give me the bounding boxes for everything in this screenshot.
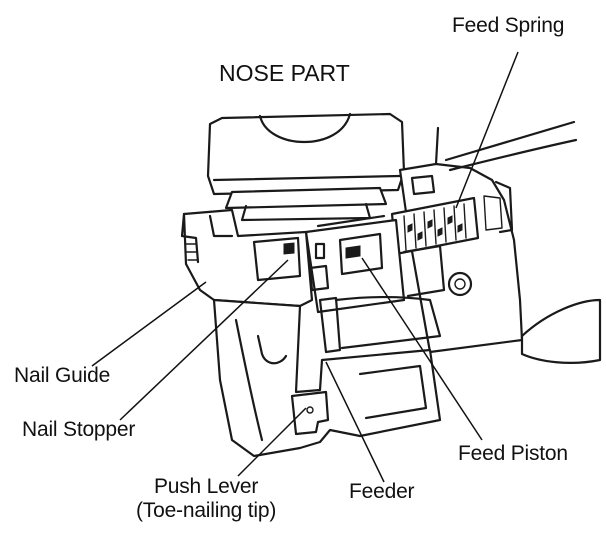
top-housing — [208, 114, 404, 220]
label-nail-stopper: Nail Stopper — [22, 418, 135, 442]
label-push-lever-line1: Push Lever — [136, 475, 276, 499]
label-nail-guide: Nail Guide — [14, 364, 110, 388]
label-feed-spring: Feed Spring — [452, 14, 564, 38]
nail-guide-block — [182, 210, 312, 306]
label-push-lever-line2: (Toe-nailing tip) — [136, 499, 276, 523]
label-feeder: Feeder — [349, 480, 414, 504]
diagram-title: NOSE PART — [219, 60, 350, 86]
label-push-lever: Push Lever (Toe-nailing tip) — [136, 475, 276, 523]
lower-body — [214, 300, 440, 456]
label-feed-piston: Feed Piston — [458, 442, 568, 466]
